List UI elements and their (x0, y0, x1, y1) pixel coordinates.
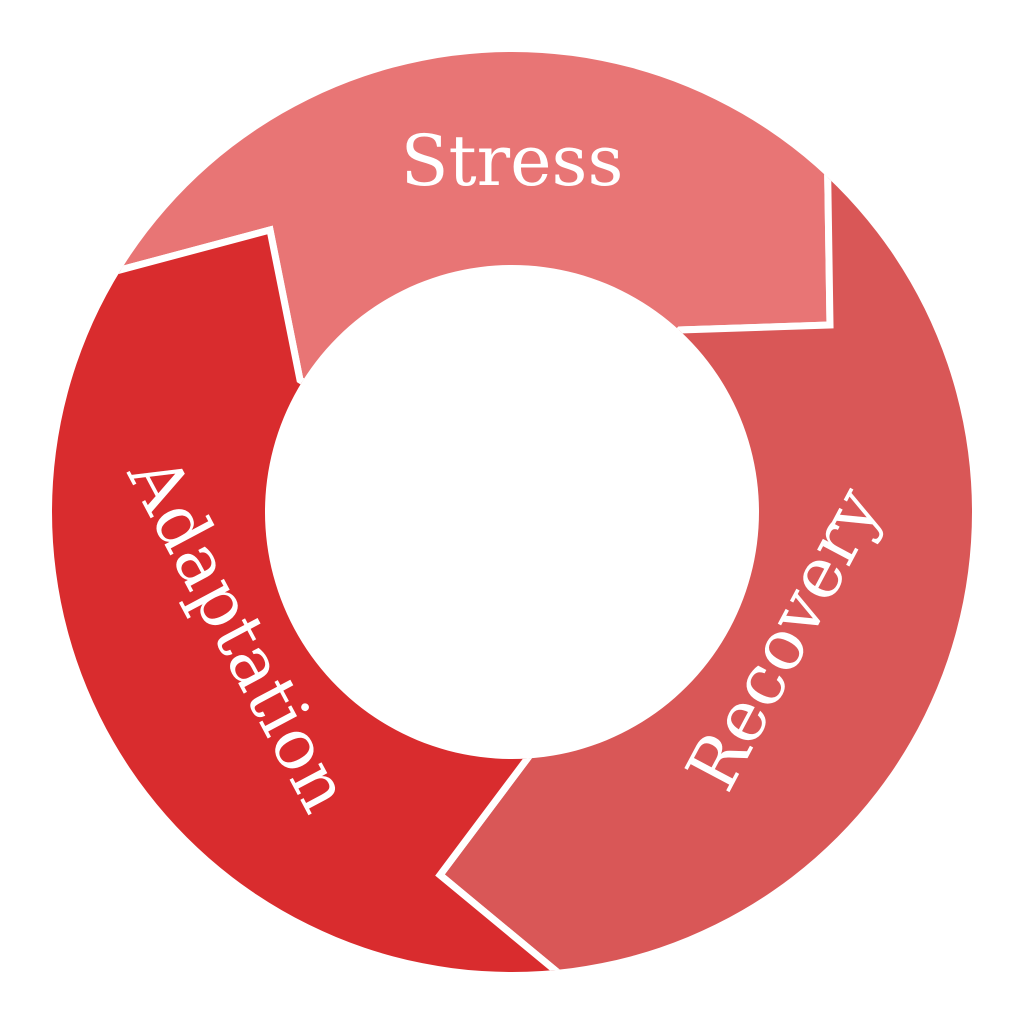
label-stress: Stress (401, 120, 624, 202)
